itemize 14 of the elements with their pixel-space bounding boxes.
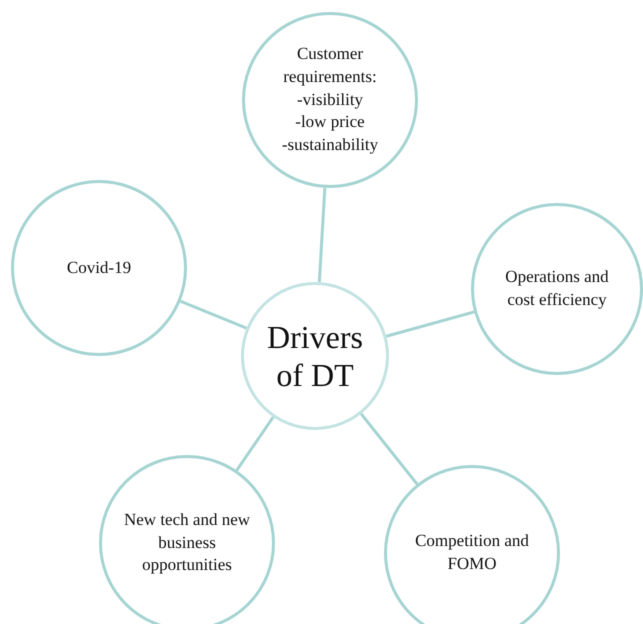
node-label: -sustainability xyxy=(282,134,378,156)
node-label: New tech and new business opportunities xyxy=(122,508,252,576)
node-label: Operations and cost efficiency xyxy=(504,266,610,311)
connector-line xyxy=(318,188,326,282)
connector-line xyxy=(360,412,418,486)
connector-line xyxy=(180,300,248,330)
connector-line xyxy=(386,310,475,338)
connector-line xyxy=(235,416,274,472)
node-label: -low price xyxy=(295,111,365,134)
node-label: Covid-19 xyxy=(66,256,132,279)
center-title: Drivers of DT xyxy=(266,318,364,394)
node-label: Competition and FOMO xyxy=(414,530,530,575)
node-label: -visibility xyxy=(296,88,364,111)
node-label: Customer requirements: xyxy=(282,42,378,88)
